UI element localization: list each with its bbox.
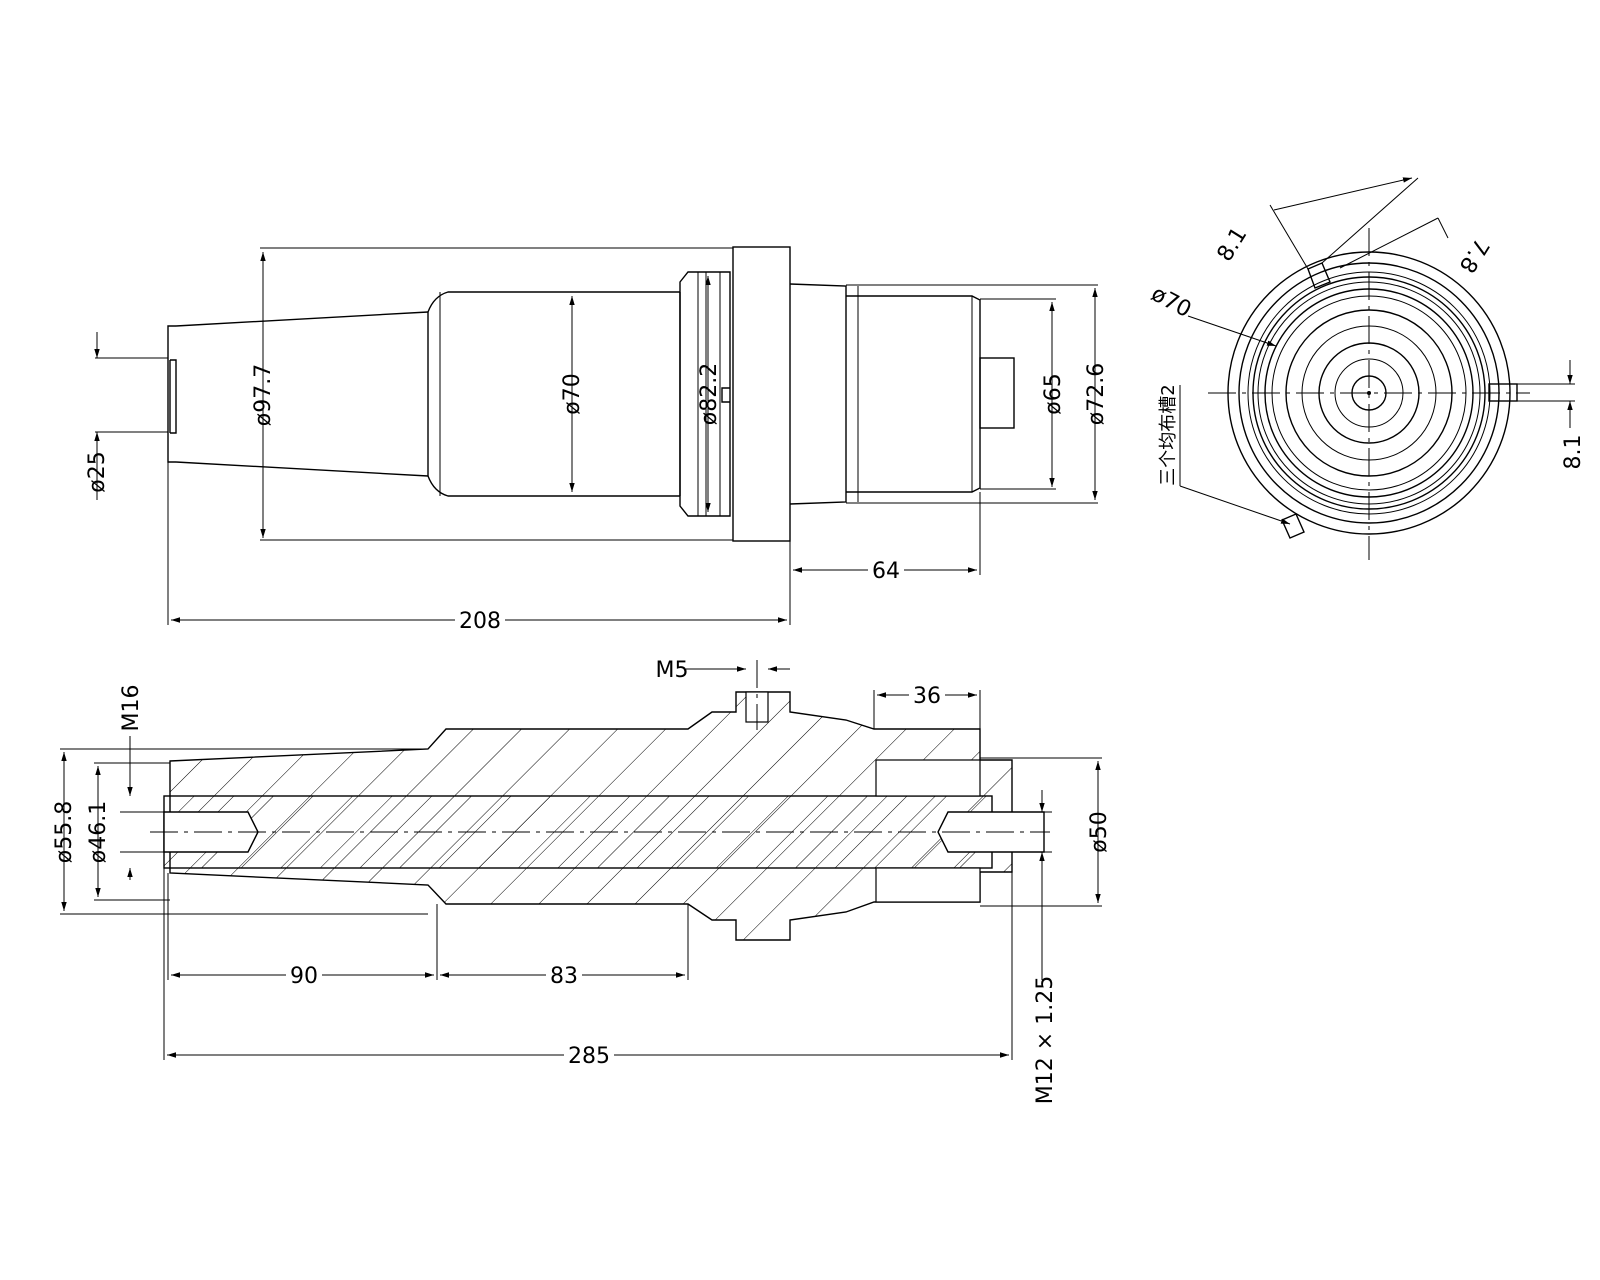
dim-d46-1: ø46.1 (86, 762, 170, 901)
dim-m16-label: M16 (119, 685, 144, 732)
dim-l90: 90 (167, 873, 438, 989)
dim-l83: 83 (440, 904, 689, 989)
side-elevation-view: ø25 ø97.7 ø70 ø82.2 ø65 (85, 246, 1109, 634)
dim-l285-label: 285 (568, 1044, 610, 1069)
dim-l64: 64 (789, 492, 981, 584)
dim-end-d70-label: ø70 (1147, 281, 1195, 323)
dim-w8-1-top-label: 8.1 (1213, 223, 1253, 266)
dim-l208-label: 208 (459, 609, 501, 634)
dim-d70-label: ø70 (560, 373, 585, 414)
dim-w8-1-top: 8.1 (1213, 177, 1419, 270)
rear-counterbore-bottom (875, 867, 981, 903)
part-outline (167, 246, 1015, 542)
dim-m5-label: M5 (656, 658, 689, 683)
dim-d65-label: ø65 (1041, 373, 1066, 414)
dim-l64-label: 64 (872, 559, 900, 584)
dim-w8-1-right: 8.1 (1517, 360, 1586, 470)
dim-m16: M16 (119, 685, 164, 880)
dim-l208: 208 (167, 462, 791, 634)
dim-d50-label: ø50 (1087, 811, 1112, 852)
section-view: M16 ø55.8 ø46.1 M5 36 (52, 658, 1112, 1104)
dim-d70: ø70 (560, 296, 585, 492)
dim-thread: M12 × 1.25 (1033, 790, 1058, 1104)
dim-l36: 36 (873, 683, 981, 729)
dim-d55-8-label: ø55.8 (52, 801, 77, 863)
keyway-note-label: 三个均布槽2 (1158, 384, 1179, 485)
dim-l90-label: 90 (290, 964, 318, 989)
dim-end-d70: ø70 (1147, 281, 1277, 347)
dim-l83-label: 83 (550, 964, 578, 989)
dim-d72-6: ø72.6 (846, 284, 1109, 504)
dim-d46-1-label: ø46.1 (86, 801, 111, 863)
dim-d82-2-label: ø82.2 (697, 363, 722, 425)
rear-counterbore (875, 759, 981, 797)
end-view: 8.1 7.8 ø70 8.1 三个均布槽2 (1147, 177, 1586, 560)
dim-thread-label: M12 × 1.25 (1033, 976, 1058, 1104)
dim-d97-7: ø97.7 (251, 247, 733, 541)
dim-d55-8: ø55.8 (52, 748, 428, 915)
dim-d72-6-label: ø72.6 (1084, 363, 1109, 425)
dim-d82-2: ø82.2 (697, 276, 722, 512)
keyway-note: 三个均布槽2 (1158, 384, 1291, 525)
dim-d50: ø50 (980, 757, 1112, 907)
dim-d25: ø25 (85, 332, 168, 500)
dim-w7-8-label: 7.8 (1454, 234, 1494, 277)
dim-m5: M5 (656, 658, 790, 683)
dim-w8-1-right-label: 8.1 (1561, 435, 1586, 470)
end-view-centerlines (1208, 228, 1530, 560)
dim-d25-label: ø25 (85, 451, 110, 492)
dim-d97-7-label: ø97.7 (251, 364, 276, 426)
dim-d65: ø65 (980, 298, 1066, 490)
dim-l285: 285 (163, 868, 1013, 1069)
dim-l36-label: 36 (913, 684, 941, 709)
